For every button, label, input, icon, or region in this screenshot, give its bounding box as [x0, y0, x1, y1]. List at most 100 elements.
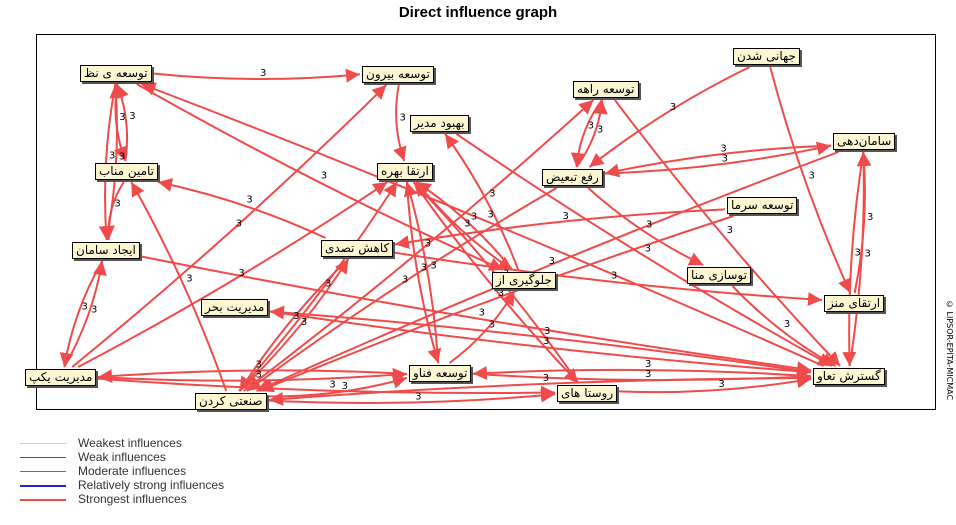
edge-weight-label: 3 — [562, 211, 568, 222]
graph-node: توسعه بیرون — [362, 66, 434, 83]
legend-swatch — [20, 485, 66, 487]
influence-edge — [588, 66, 751, 168]
influence-edge — [269, 305, 812, 374]
edges-layer — [59, 66, 872, 406]
edge-weight-label: 3 — [109, 151, 115, 162]
edge-weight-label: 3 — [321, 170, 327, 181]
influence-edge — [455, 133, 833, 367]
influence-edge — [604, 141, 832, 175]
edge-weight-label: 3 — [415, 391, 421, 402]
edge-weight-label: 3 — [114, 199, 120, 210]
edge-weight-label: 3 — [425, 238, 431, 249]
legend-swatch — [20, 443, 66, 444]
edge-weight-label: 3 — [867, 212, 873, 223]
legend-swatch — [20, 471, 66, 472]
edge-weight-label: 3 — [186, 273, 192, 284]
edge-weight-label: 3 — [855, 248, 861, 259]
legend-label: Strongest influences — [78, 492, 187, 506]
influence-edge — [77, 181, 389, 368]
edge-weight-label: 3 — [430, 261, 436, 272]
influence-edge — [444, 133, 520, 271]
edge-weight-label: 3 — [293, 311, 299, 322]
influence-edge — [403, 181, 440, 364]
edge-weight-label: 3 — [82, 301, 88, 312]
graph-node: توسعه راهه — [573, 81, 639, 98]
edge-weight-label: 3 — [464, 219, 470, 230]
legend-label: Moderate influences — [78, 464, 187, 478]
edge-weight-label: 3 — [722, 153, 728, 164]
edge-weight-label: 3 — [597, 124, 603, 135]
influence-edge — [268, 388, 556, 404]
graph-node: رفع تبعیض — [542, 169, 603, 186]
edge-weight-label: 3 — [645, 243, 651, 254]
graph-node: توسعه سرما — [727, 197, 798, 214]
influence-edge — [604, 144, 832, 178]
graph-node: بهبود مدیر — [410, 115, 469, 132]
edge-weight-label: 3 — [325, 279, 331, 290]
influence-edge — [98, 83, 117, 241]
edge-weight-label: 3 — [479, 307, 485, 318]
influence-edge — [63, 260, 107, 368]
influence-edge — [731, 285, 836, 367]
influence-edge — [268, 377, 812, 406]
legend-label: Relatively strong influences — [78, 478, 225, 492]
influence-edge — [472, 366, 812, 381]
edge-weight-label: 3 — [543, 336, 549, 347]
edge-weight-label: 3 — [588, 121, 594, 132]
credit-text: © LIPSOR-EPITA-MICMAC — [945, 300, 954, 401]
edge-weight-label: 3 — [489, 189, 495, 200]
edge-weight-label: 3 — [421, 262, 427, 273]
edge-weight-label: 3 — [260, 68, 266, 79]
edge-weight-label: 3 — [329, 380, 335, 391]
legend-swatch — [20, 499, 66, 501]
influence-edge — [842, 151, 865, 367]
edge-weight-label: 3 — [400, 112, 406, 123]
edge-weight-label: 3 — [471, 211, 477, 222]
graph-node: ارتقا بهره — [377, 163, 433, 180]
influence-edge — [848, 151, 871, 367]
edge-weight-label: 3 — [498, 288, 504, 299]
edge-weight-label: 3 — [645, 369, 651, 380]
edge-weight-label: 3 — [544, 326, 550, 337]
graph-node: توسعه فناو — [409, 365, 472, 382]
graph-node: توسازی منا — [687, 267, 751, 284]
graph-node: ارتقای منز — [824, 295, 885, 312]
graph-node: روستا های — [557, 385, 618, 402]
edge-weight-label: 3 — [670, 102, 676, 113]
influence-edge — [259, 215, 734, 393]
influence-edge — [243, 99, 595, 392]
graph-node: صنعتی کردن — [195, 393, 267, 410]
influence-edge — [71, 84, 388, 368]
edge-weight-label: 3 — [402, 274, 408, 285]
influence-edge — [618, 374, 812, 394]
edge-weight-label: 3 — [238, 268, 244, 279]
graph-node: کاهش تصدی — [321, 240, 394, 257]
legend-label: Weak influences — [78, 450, 166, 464]
influence-edge — [136, 83, 504, 271]
graph-node: توسعه ی نظ — [80, 65, 152, 82]
legend-label: Weakest influences — [78, 436, 182, 450]
influence-edge — [268, 374, 408, 398]
graph-node: جهانی شدن — [733, 48, 800, 65]
edge-weight-label: 3 — [543, 373, 549, 384]
influence-edge — [105, 83, 124, 241]
edge-weight-label: 3 — [91, 305, 97, 316]
edge-weight-label: 3 — [646, 220, 652, 231]
edge-weight-label: 3 — [727, 225, 733, 236]
influence-edge — [97, 377, 556, 400]
influence-edge — [246, 187, 557, 392]
influence-edge — [614, 99, 841, 367]
influence-edge — [256, 151, 839, 392]
legend-swatch — [20, 457, 66, 458]
edge-weight-label: 3 — [301, 317, 307, 328]
graph-node: مدیریت یکپ — [25, 369, 97, 386]
influence-edge — [269, 310, 812, 379]
edge-weight-label: 3 — [784, 319, 790, 330]
influence-edge — [393, 84, 407, 162]
graph-node: گسترش تعاو — [813, 368, 885, 385]
influence-edge — [97, 369, 408, 384]
edge-weight-label: 3 — [236, 219, 242, 230]
